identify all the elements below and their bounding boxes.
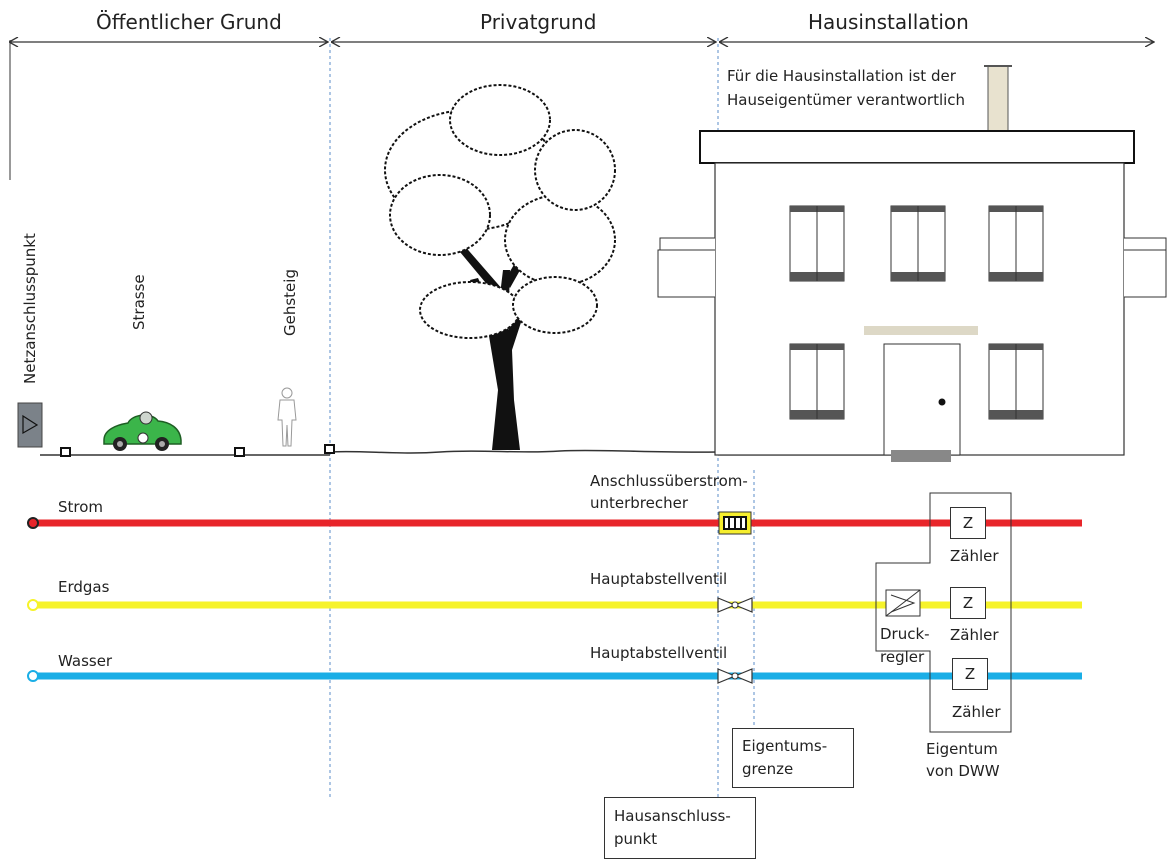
header-private-ground: Privatgrund: [480, 10, 597, 34]
car-illustration: [103, 411, 182, 451]
house-note-line2: Hauseigentümer verantwortlich: [727, 91, 966, 109]
dww-ownership-outline: [875, 492, 1012, 733]
water-line-start-dot: [27, 670, 39, 682]
house-illustration: [657, 65, 1167, 462]
meter-gas-label: Zähler: [950, 626, 999, 644]
line-label-water: Wasser: [58, 652, 113, 670]
tree-illustration: [384, 84, 616, 450]
ownership-label-line1: Eigentum: [926, 740, 998, 758]
property-boundary-box: Eigentums- grenze: [732, 728, 854, 788]
regulator-label-line2: regler: [880, 648, 925, 666]
connector-squares: [60, 444, 335, 457]
house-note-line1: Für die Hausinstallation ist der: [727, 67, 956, 85]
property-boundary-line1: Eigentums-: [742, 737, 828, 755]
meter-water-label: Zähler: [952, 703, 1001, 721]
gas-valve-label: Hauptabstellventil: [590, 570, 728, 588]
ownership-label-line2: von DWW: [926, 762, 1000, 780]
valve-gas: [717, 597, 753, 613]
header-house-installation: Hausinstallation: [808, 10, 969, 34]
line-label-power: Strom: [58, 498, 104, 516]
regulator-label-line1: Druck-: [880, 625, 930, 643]
house-connection-line1: Hausanschluss-: [614, 807, 731, 825]
header-public-ground: Öffentlicher Grund: [96, 10, 282, 34]
label-network-point: Netzanschlusspunkt: [21, 233, 39, 384]
property-boundary-line2: grenze: [742, 760, 794, 778]
meter-water-symbol: Z: [952, 658, 988, 690]
meter-power-symbol: Z: [950, 507, 986, 539]
overcurrent-breaker: [718, 511, 752, 535]
house-connection-line2: punkt: [614, 830, 658, 848]
network-connection-box: [17, 402, 43, 448]
pedestrian-illustration: [277, 387, 297, 447]
pressure-regulator: [885, 589, 921, 617]
valve-water: [717, 668, 753, 684]
water-valve-label: Hauptabstellventil: [590, 644, 728, 662]
line-label-gas: Erdgas: [58, 578, 110, 596]
label-sidewalk: Gehsteig: [281, 269, 299, 336]
power-line-start-dot: [27, 517, 39, 529]
label-street: Strasse: [130, 274, 148, 330]
meter-power-label: Zähler: [950, 547, 999, 565]
house-connection-box: Hausanschluss- punkt: [604, 797, 756, 859]
meter-gas-symbol: Z: [950, 587, 986, 619]
breaker-label-line1: Anschlussüberstrom-: [590, 472, 748, 490]
header-arrows: [10, 40, 1154, 180]
gas-line-start-dot: [27, 599, 39, 611]
breaker-label-line2: unterbrecher: [590, 494, 689, 512]
